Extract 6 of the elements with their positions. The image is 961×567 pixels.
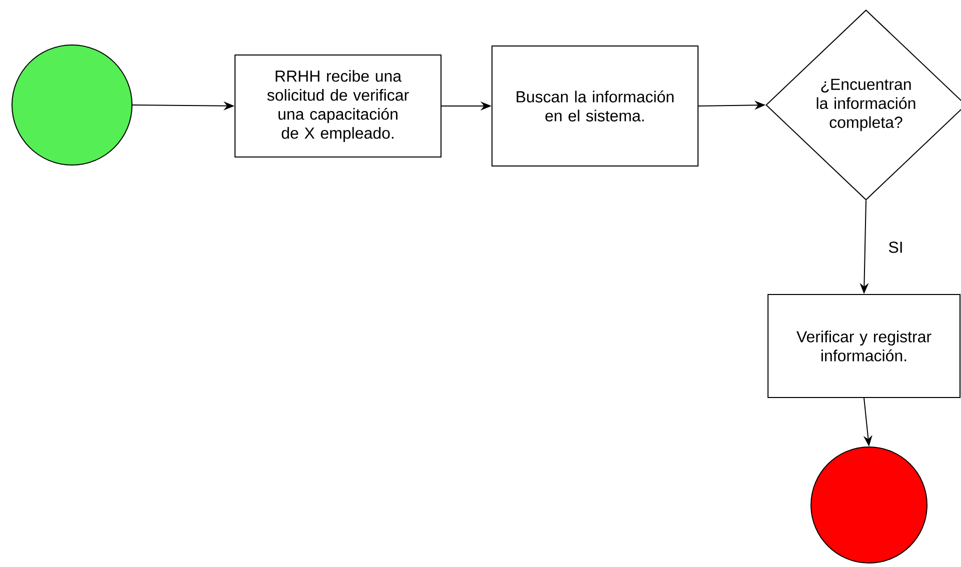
- start-end-circle: [810, 446, 928, 564]
- process-box: RRHH recibe una solicitud de verificar una capacitación de X empleado.: [234, 54, 442, 158]
- process-box: Verificar y registrar información.: [768, 294, 960, 398]
- edge-label: SI: [887, 240, 904, 254]
- start-end-circle: [12, 44, 132, 166]
- process-box: Buscan la información en el sistema.: [492, 46, 698, 166]
